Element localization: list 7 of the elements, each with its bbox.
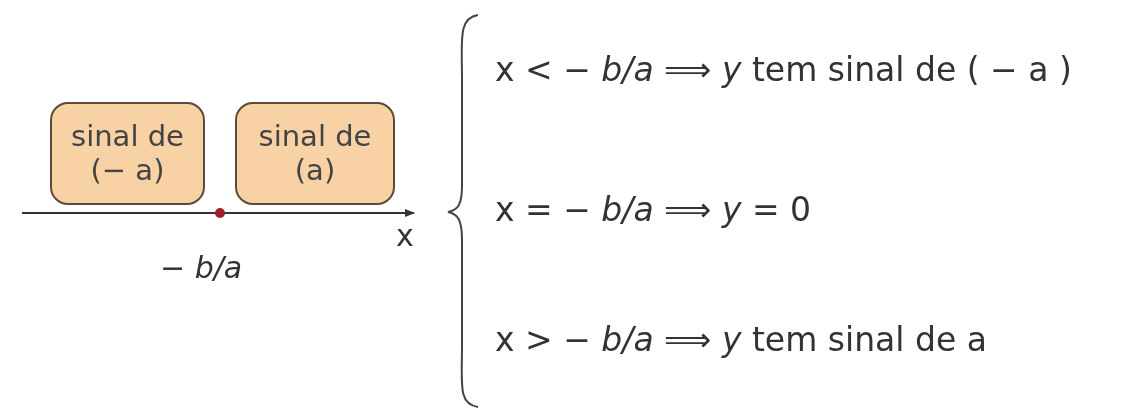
sign-box: sinal de (− a) bbox=[50, 102, 205, 205]
axis-label: x bbox=[396, 218, 414, 254]
condition-statement: x > − b/a ⟹ y tem sinal de a bbox=[495, 320, 987, 360]
condition-statement: x = − b/a ⟹ y = 0 bbox=[495, 190, 812, 230]
point-label: − b/a bbox=[160, 250, 243, 286]
sign-box: sinal de (a) bbox=[235, 102, 395, 205]
condition-statement: x < − b/a ⟹ y tem sinal de ( − a ) bbox=[495, 50, 1072, 90]
